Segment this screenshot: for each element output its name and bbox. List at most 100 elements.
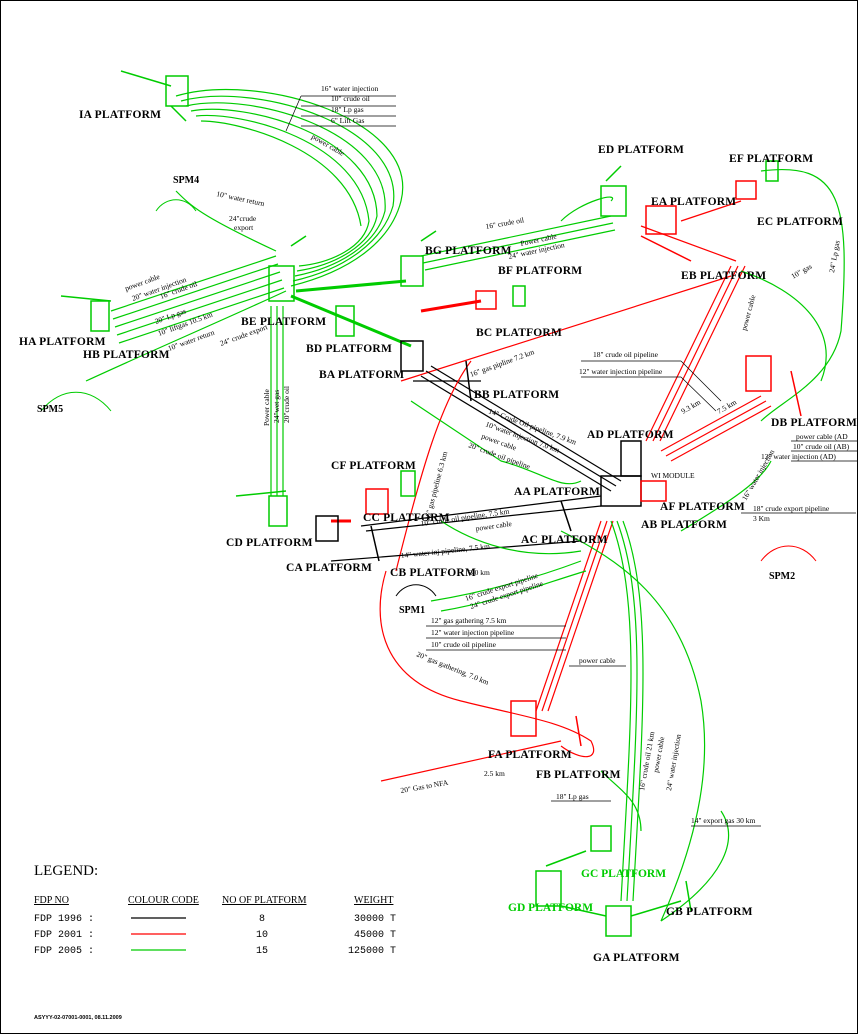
legend-row-fdp: FDP 2005 : [34,946,94,957]
pipe-label: 20"crude oil [282,386,291,423]
be-cd-bundle [270,306,284,496]
pipe-label: 6" Lift Gas [331,116,365,125]
spm4-label: SPM4 [173,175,199,186]
pipe-label: 16" crude oil [485,215,525,231]
pipe-label: 24"wet gas [272,390,281,423]
platform-label-eb: EB PLATFORM [681,270,766,282]
legend-row-count: 10 [256,930,268,941]
pipe-label: 20" Gas to NFA [400,778,450,795]
platform-label-gd: GD PLATFORM [508,902,593,914]
pipe-label: 14" water inj pipeline, 7.5 km [400,542,490,560]
pipe-label: power cable (AD [796,432,848,441]
pipe-label: WI MODULE [651,471,695,480]
pipe-label: 10" crude oil pipeline [431,640,497,649]
platform-label-bc: BC PLATFORM [476,327,562,339]
export-gas-loop [660,810,730,922]
pipe-label: 24"crude [229,214,257,223]
spm4-buoy-icon [155,199,197,212]
be-bd-heavy [290,279,412,348]
platform-label-ba: BA PLATFORM [319,369,404,381]
cb-export [430,560,582,602]
pipe-label: 10" crude oil [331,94,370,103]
db-structure-icon [745,355,802,417]
pipe-label: 18" crude export pipeline [753,504,830,513]
bc-link [420,299,482,313]
bf-structure-icon [512,285,526,307]
eb-gas-loop [740,270,827,382]
platform-label-cc: CC PLATFORM [363,512,450,524]
cb-fa-gas [379,570,595,758]
pipe-label: 14" export gas 30 km [691,816,755,825]
pipe-label: 18" Lp gas [331,105,364,114]
pipe-label: 10" gas [790,262,814,281]
ba-structure-icon [400,340,472,402]
platform-label-gc: GC PLATFORM [581,868,666,880]
platform-label-db: DB PLATFORM [771,417,857,429]
pipe-label: 12" water injection pipeline [431,628,515,637]
ad-db-bundle [660,395,772,462]
bg-ea-bundle [420,196,616,271]
af-db-water [680,460,772,532]
pipe-label: 18" Lp gas [556,792,589,801]
platform-label-ea: EA PLATFORM [651,196,736,208]
bd-eb-gas [400,275,732,382]
drawing-reference-footer: ASYYY-02-07001-0001, 08.11.2009 [34,1015,122,1021]
fa-structure-icon [510,700,582,747]
pipe-label: 16" water injection [740,448,777,502]
aa-ga-bundle [560,520,706,922]
legend-header-weight: WEIGHT [354,895,393,906]
platform-label-cf: CF PLATFORM [331,460,416,472]
pipe-label: 24" water injection [664,733,683,791]
platform-label-ha: HA PLATFORM [19,336,106,348]
platform-label-hb: HB PLATFORM [83,349,170,361]
platform-label-aa: AA PLATFORM [514,486,600,498]
platform-symbols [40,70,817,937]
ia-structure-icon [120,70,189,122]
platform-label-bg: BG PLATFORM [425,245,512,257]
platform-labels: IA PLATFORM ED PLATFORM EF PLATFORM EA P… [19,109,857,964]
eb-ad-bundle [640,200,746,442]
legend-row-weight: 125000 T [348,946,396,957]
bb-cb-gas [395,360,472,572]
platform-label-ga: GA PLATFORM [593,952,680,964]
platform-label-cd: CD PLATFORM [226,537,313,549]
pipe-label: 3 Km [753,514,770,523]
pipe-label: export [234,223,254,232]
platform-label-ia: IA PLATFORM [79,109,161,121]
legend-row-weight: 45000 T [354,930,396,941]
spm2-buoy-icon [760,545,817,562]
platform-label-af: AF PLATFORM [660,501,745,513]
ga-structure-icon [560,900,682,937]
ea-structure-icon [735,180,757,200]
platform-label-ef: EF PLATFORM [729,153,813,165]
legend-row-fdp: FDP 2001 : [34,930,94,941]
pipe-label: power cable [739,293,757,331]
ef-structure-icon [765,160,779,182]
pipe-label: 12" water injection (AD) [761,452,836,461]
platform-label-bd: BD PLATFORM [306,343,392,355]
fa-nfa [380,740,562,782]
legend-row-fdp: FDP 1996 : [34,914,94,925]
pipe-label: Power cable [262,388,271,426]
spm1-buoy-icon [395,584,437,597]
legend-header-count: NO OF PLATFORM [222,895,307,906]
pipe-label: 3.0 km [469,568,490,577]
legend-header-fdp: FDP NO [34,895,69,906]
gb-structure-icon [685,880,692,912]
ha-be-bundle [85,190,287,382]
pipe-label: 2.5 km [484,769,505,778]
ia-pipeline-bundle [175,88,404,287]
leader-lines [285,95,857,827]
be-structure-icon [268,235,307,302]
spm-buoys [40,199,817,597]
pipe-label: power cable [475,519,513,533]
pipe-label: power cable [310,132,347,158]
spm-labels: SPM4 SPM5 SPM1 SPM2 [37,175,795,616]
pipe-label: 9.3 km [680,397,703,415]
legend-row-count: 8 [259,914,265,925]
pipe-label: 20" gas gathering, 7.0 km [415,650,490,687]
af-structure-icon [640,480,667,502]
platform-label-bb: BB PLATFORM [474,389,559,401]
ha-structure-icon [60,295,112,332]
